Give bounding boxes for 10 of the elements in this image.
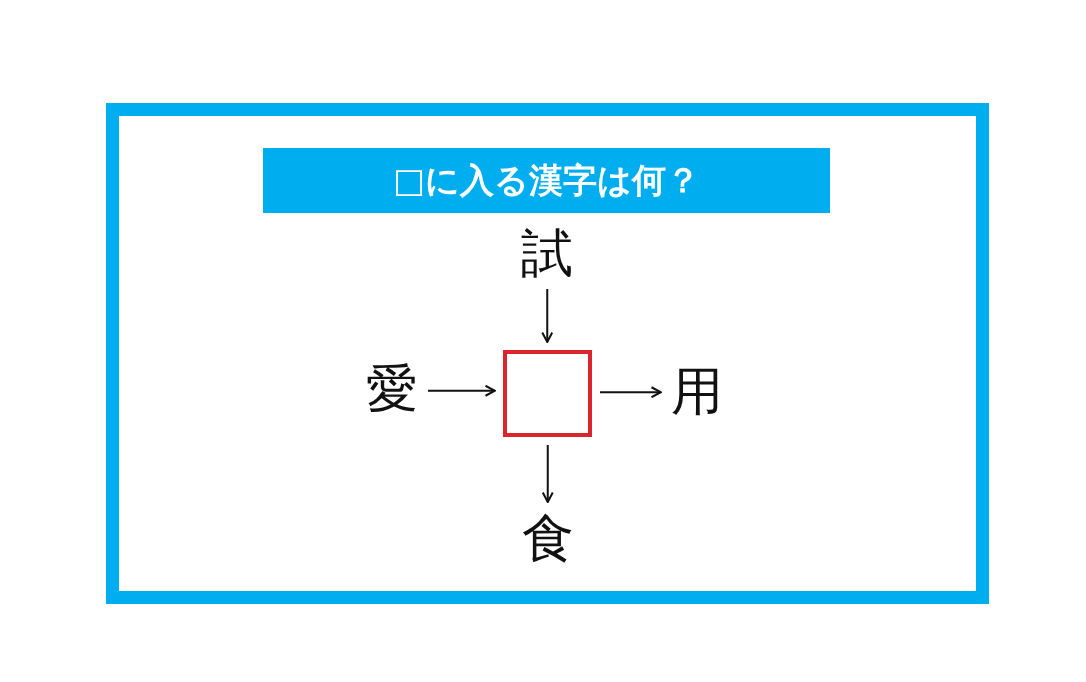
arrow: [541, 444, 554, 503]
arrow: [541, 288, 554, 343]
kanji-label: 食: [520, 510, 576, 566]
arrow: [427, 384, 496, 397]
arrow: [599, 386, 662, 399]
kanji-label: 試: [519, 225, 575, 281]
answer-box: [503, 350, 592, 437]
kanji-label: 用: [669, 363, 725, 419]
kanji-label: 愛: [364, 360, 420, 416]
title-banner: □に入る漢字は何？: [263, 148, 830, 213]
